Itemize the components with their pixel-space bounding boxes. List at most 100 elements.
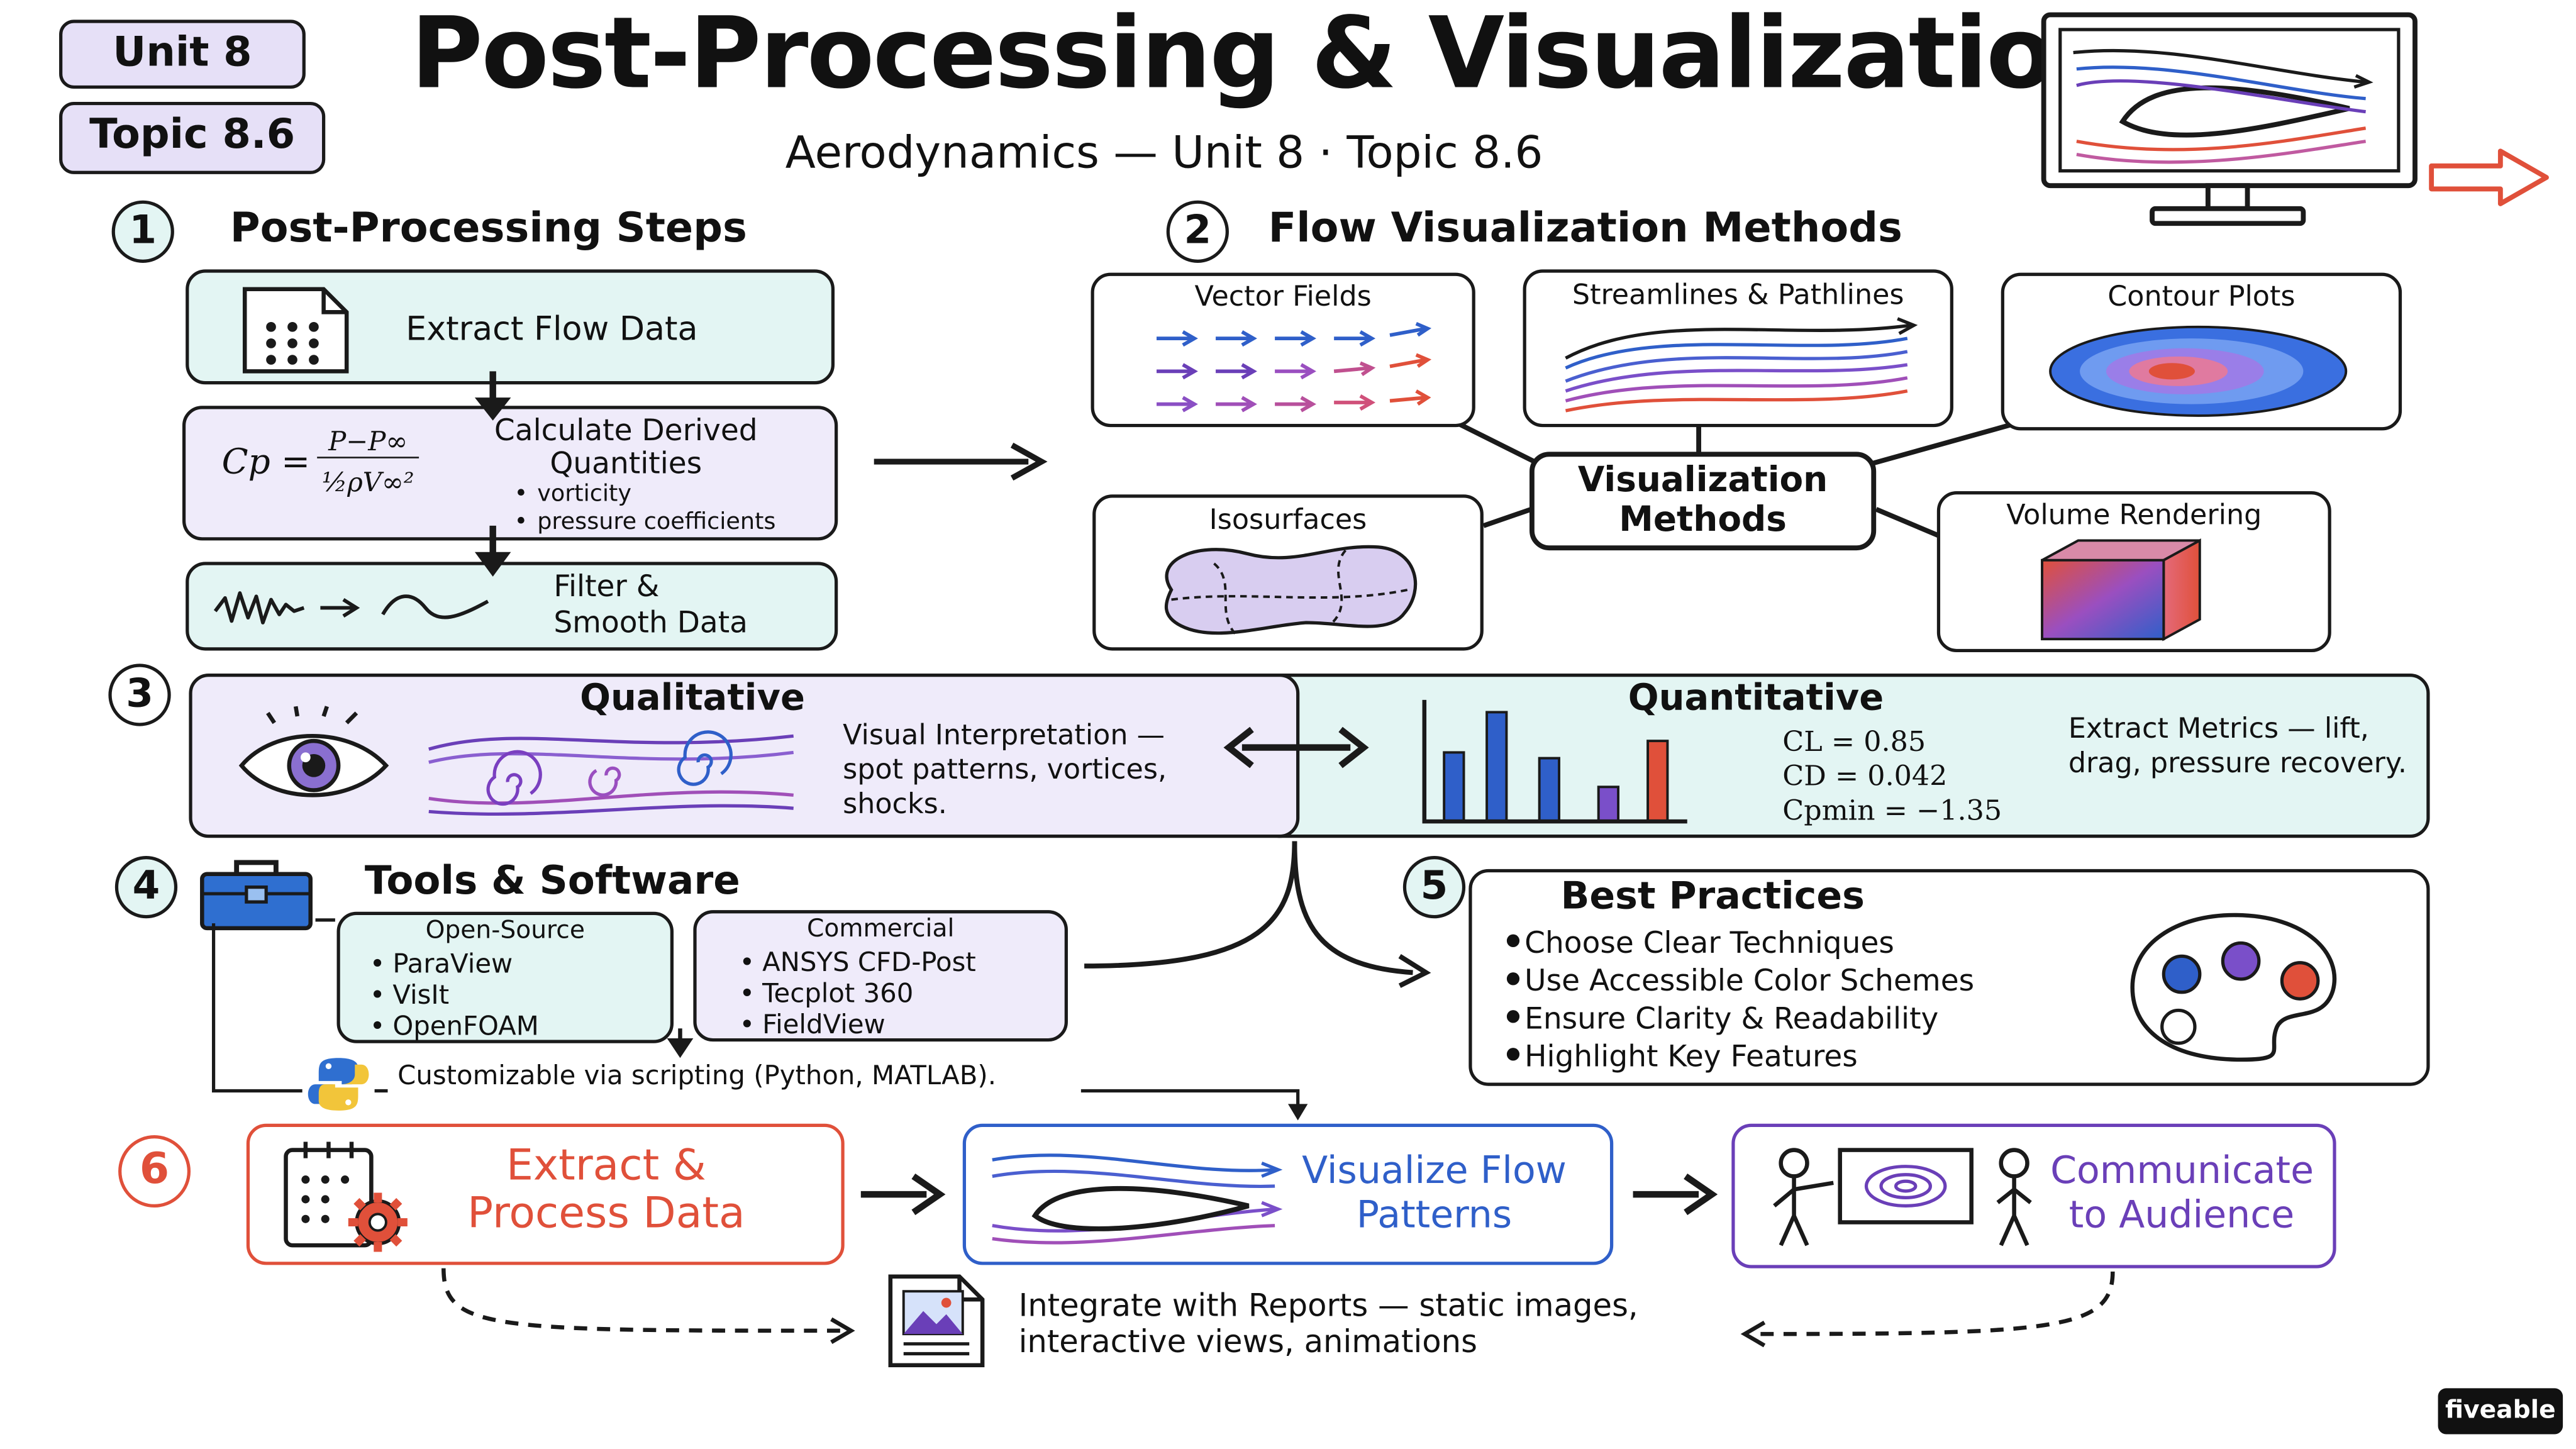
extract-flow-data-box: Extract Flow Data <box>186 269 835 385</box>
flow-arrow-2 <box>1633 1174 1718 1216</box>
filter-smooth-box: Filter & Smooth Data <box>186 562 838 651</box>
method-isosurfaces: Isosurfaces <box>1092 494 1484 651</box>
best-practices-list: Choose Clear Techniques Use Accessible C… <box>1502 925 1975 1076</box>
tool-item: OpenFOAM <box>370 1011 539 1042</box>
arrow-right-outline-icon <box>2429 148 2549 206</box>
scripting-note: Customizable via scripting (Python, MATL… <box>397 1059 997 1091</box>
metrics-bar-chart-icon <box>1422 699 1687 824</box>
derived-quantities-box: Cp = P−P∞ ½ρV∞² Calculate Derived Quanti… <box>182 406 838 541</box>
method-label: Isosurfaces <box>1209 504 1367 538</box>
section-3-number: 3 <box>108 663 171 726</box>
quantitative-text: Extract Metrics — lift, drag, pressure r… <box>2068 713 2407 780</box>
vector-arrows-icon <box>1157 321 1432 413</box>
cp-formula-lhs: Cp = <box>221 441 311 482</box>
tool-item: ParaView <box>370 948 539 979</box>
document-grid-icon <box>242 287 349 374</box>
metric-cd: CD = 0.042 <box>1782 760 1948 794</box>
tool-item: FieldView <box>740 1009 976 1040</box>
python-icon <box>308 1058 369 1111</box>
visualization-methods-label: Visualization Methods <box>1577 460 1828 539</box>
presenter-icon <box>1773 1148 2032 1246</box>
derived-quantities-title: Calculate Derived Quantities <box>494 414 758 482</box>
commercial-list: ANSYS CFD-Post Tecplot 360 FieldView <box>740 947 976 1040</box>
method-label: Streamlines & Pathlines <box>1572 279 1904 313</box>
isosurface-blob-icon <box>1164 545 1418 637</box>
cp-formula-numerator: P−P∞ <box>317 426 419 458</box>
open-source-box: Open-Source ParaView VisIt OpenFOAM <box>336 911 674 1043</box>
best-practices-box: Best Practices Choose Clear Techniques U… <box>1468 869 2430 1086</box>
method-streamlines: Streamlines & Pathlines <box>1523 269 1953 428</box>
metric-cpmin: Cpmin = −1.35 <box>1782 795 2002 828</box>
section-4-number: 4 <box>114 855 178 919</box>
fiveable-logo: fiveable <box>2438 1388 2563 1435</box>
arrow-to-methods <box>874 442 1048 481</box>
best-practices-title: Best Practices <box>1560 875 1865 919</box>
section-2-title: Flow Visualization Methods <box>1268 203 1902 252</box>
chart-bar <box>1538 757 1560 823</box>
method-label: Vector Fields <box>1194 280 1372 314</box>
quantitative-panel: Quantitative CL = 0.85 CD = 0.042 Cpmin … <box>1260 674 2430 838</box>
checklist-item: Ensure Clarity & Readability <box>1502 1001 1975 1038</box>
derived-item: pressure coefficients <box>514 509 776 537</box>
tool-item: VisIt <box>370 979 539 1011</box>
step-communicate: Communicate to Audience <box>1731 1123 2336 1269</box>
step-arrows <box>474 371 511 577</box>
flow-arrow-1 <box>860 1174 946 1216</box>
chart-bar <box>1597 786 1620 823</box>
tool-item: Tecplot 360 <box>740 977 976 1009</box>
checklist-item: Highlight Key Features <box>1502 1038 1975 1076</box>
step-communicate-label: Communicate to Audience <box>2050 1150 2314 1238</box>
streamlines-icon <box>1565 317 1918 413</box>
section-5-number: 5 <box>1402 855 1466 919</box>
section-6-number: 6 <box>118 1135 191 1208</box>
topic-badge: Topic 8.6 <box>59 101 326 174</box>
method-label: Volume Rendering <box>2006 499 2262 533</box>
qualitative-text: Visual Interpretation — spot patterns, v… <box>843 719 1167 822</box>
eye-icon <box>238 706 389 797</box>
tool-item: ANSYS CFD-Post <box>740 947 976 978</box>
commercial-title: Commercial <box>806 913 955 943</box>
visualization-methods-center: Visualization Methods <box>1530 452 1877 551</box>
checklist-item: Use Accessible Color Schemes <box>1502 963 1975 1001</box>
qualitative-panel: Qualitative Visual Interpretation — spot… <box>189 674 1300 838</box>
filter-smooth-label: Filter & Smooth Data <box>553 570 748 641</box>
noise-to-smooth-wave-icon <box>213 591 489 625</box>
page-title: Post-Processing & Visualization <box>411 0 2123 112</box>
toolbox-icon <box>200 860 313 931</box>
metrics-list: CL = 0.85 CD = 0.042 Cpmin = −1.35 <box>1782 726 2002 830</box>
section-1-number: 1 <box>111 200 174 263</box>
commercial-box: Commercial ANSYS CFD-Post Tecplot 360 Fi… <box>693 910 1068 1042</box>
cp-formula-denominator: ½ρV∞² <box>321 466 414 498</box>
open-source-list: ParaView VisIt OpenFOAM <box>370 948 539 1041</box>
report-image-icon <box>888 1274 985 1368</box>
step-extract-process: Extract & Process Data <box>246 1123 845 1265</box>
volume-cube-icon <box>2041 538 2201 641</box>
step-extract-label: Extract & Process Data <box>467 1141 745 1239</box>
method-vector-fields: Vector Fields <box>1091 272 1475 428</box>
page-subtitle: Aerodynamics — Unit 8 · Topic 8.6 <box>785 128 1543 179</box>
integrate-reports-text: Integrate with Reports — static images, … <box>1018 1288 1638 1360</box>
qualitative-title: Qualitative <box>580 678 805 720</box>
section-2-number: 2 <box>1166 200 1229 263</box>
quantitative-title: Quantitative <box>1628 678 1884 720</box>
section-1-title: Post-Processing Steps <box>230 203 747 252</box>
open-source-title: Open-Source <box>425 915 585 945</box>
step-visualize: Visualize Flow Patterns <box>962 1123 1614 1265</box>
section-4-title: Tools & Software <box>364 857 740 904</box>
calendar-gear-icon <box>284 1141 408 1252</box>
step-visualize-label: Visualize Flow Patterns <box>1302 1150 1567 1238</box>
monitor-airfoil-icon <box>2041 12 2418 226</box>
checklist-item: Choose Clear Techniques <box>1502 925 1975 963</box>
derived-item: vorticity <box>514 481 776 509</box>
vortices-icon <box>428 730 794 816</box>
contour-icon <box>2049 325 2348 417</box>
extract-flow-data-label: Extract Flow Data <box>406 309 698 348</box>
airfoil-streamlines-icon <box>992 1153 1283 1245</box>
method-volume-rendering: Volume Rendering <box>1936 491 2331 653</box>
derived-quantities-list: vorticity pressure coefficients <box>514 481 776 537</box>
metric-cl: CL = 0.85 <box>1782 726 1926 759</box>
